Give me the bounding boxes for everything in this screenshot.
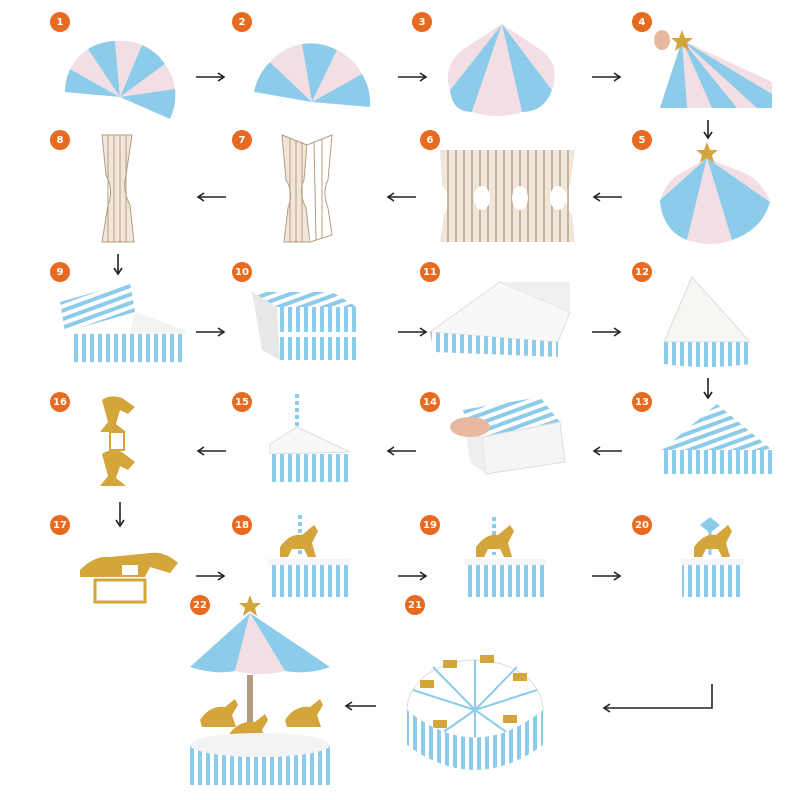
- star-topper-icon: [654, 30, 772, 108]
- step-22: 22: [190, 595, 400, 795]
- step-number-badge: 21: [405, 595, 425, 615]
- step-2: 2: [232, 12, 422, 140]
- assembled-wedges-icon: [406, 655, 544, 770]
- box-folding-icon: [252, 292, 360, 360]
- open-tray-icon: [428, 281, 571, 357]
- gold-horse-cutout-icon: [100, 396, 135, 486]
- step-19: 19: [420, 515, 610, 643]
- striped-column-strip-icon: [440, 150, 575, 242]
- canopy-with-star-icon: [660, 142, 770, 244]
- step-number-badge: 19: [420, 515, 440, 535]
- step-8: 8: [50, 130, 240, 258]
- step-number-badge: 17: [50, 515, 70, 535]
- step-20: 20: [632, 515, 800, 643]
- step-7: 7: [232, 130, 422, 258]
- step-number-badge: 11: [420, 262, 440, 282]
- step-16: 16: [50, 392, 240, 520]
- hand-lid-icon: [450, 397, 566, 475]
- step-3: 3: [412, 12, 602, 140]
- step-5: 5: [632, 130, 800, 258]
- step-number-badge: 8: [50, 130, 70, 150]
- step-number-badge: 12: [632, 262, 652, 282]
- box-with-straw-icon: [269, 392, 351, 482]
- step-14: 14: [420, 392, 610, 520]
- step-number-badge: 15: [232, 392, 252, 412]
- horse-pole-icon: [464, 515, 546, 597]
- column-upright-icon: [101, 134, 135, 243]
- step-number-badge: 18: [232, 515, 252, 535]
- step-11: 11: [420, 262, 610, 390]
- step-1: 1: [50, 12, 240, 140]
- horse-pinwheel-icon: [682, 517, 744, 597]
- canopy-cone-icon: [447, 24, 555, 116]
- petal-canopy-icon: [64, 40, 176, 119]
- step-number-badge: 20: [632, 515, 652, 535]
- horse-folded-icon: [80, 552, 178, 604]
- step-21: 21: [405, 595, 615, 795]
- step-13: 13: [632, 392, 800, 520]
- closed-wedge-box-icon: [662, 404, 772, 474]
- step-number-badge: 3: [412, 12, 432, 32]
- carousel-complete-icon: [190, 595, 330, 785]
- step-number-badge: 2: [232, 12, 252, 32]
- step-number-badge: 13: [632, 392, 652, 412]
- column-fold-icon: [281, 134, 333, 243]
- step-number-badge: 5: [632, 130, 652, 150]
- step-4: 4: [632, 12, 800, 140]
- step-number-badge: 14: [420, 392, 440, 412]
- step-number-badge: 6: [420, 130, 440, 150]
- step-number-badge: 4: [632, 12, 652, 32]
- step-number-badge: 22: [190, 595, 210, 615]
- step-18: 18: [232, 515, 422, 643]
- arrow-elbow-icon: [604, 684, 713, 709]
- wedge-box-icon: [663, 276, 752, 367]
- striped-box-flat-icon: [60, 282, 185, 362]
- step-15: 15: [232, 392, 422, 520]
- step-6: 6: [420, 130, 610, 258]
- step-12: 12: [632, 262, 800, 390]
- step-number-badge: 16: [50, 392, 70, 412]
- step-number-badge: 9: [50, 262, 70, 282]
- box-with-horse-icon: [268, 515, 350, 597]
- step-9: 9: [50, 262, 240, 390]
- step-17: 17: [50, 515, 240, 643]
- step-10: 10: [232, 262, 422, 390]
- step-number-badge: 7: [232, 130, 252, 150]
- step-number-badge: 10: [232, 262, 252, 282]
- step-number-badge: 1: [50, 12, 70, 32]
- folded-canopy-icon: [254, 43, 371, 107]
